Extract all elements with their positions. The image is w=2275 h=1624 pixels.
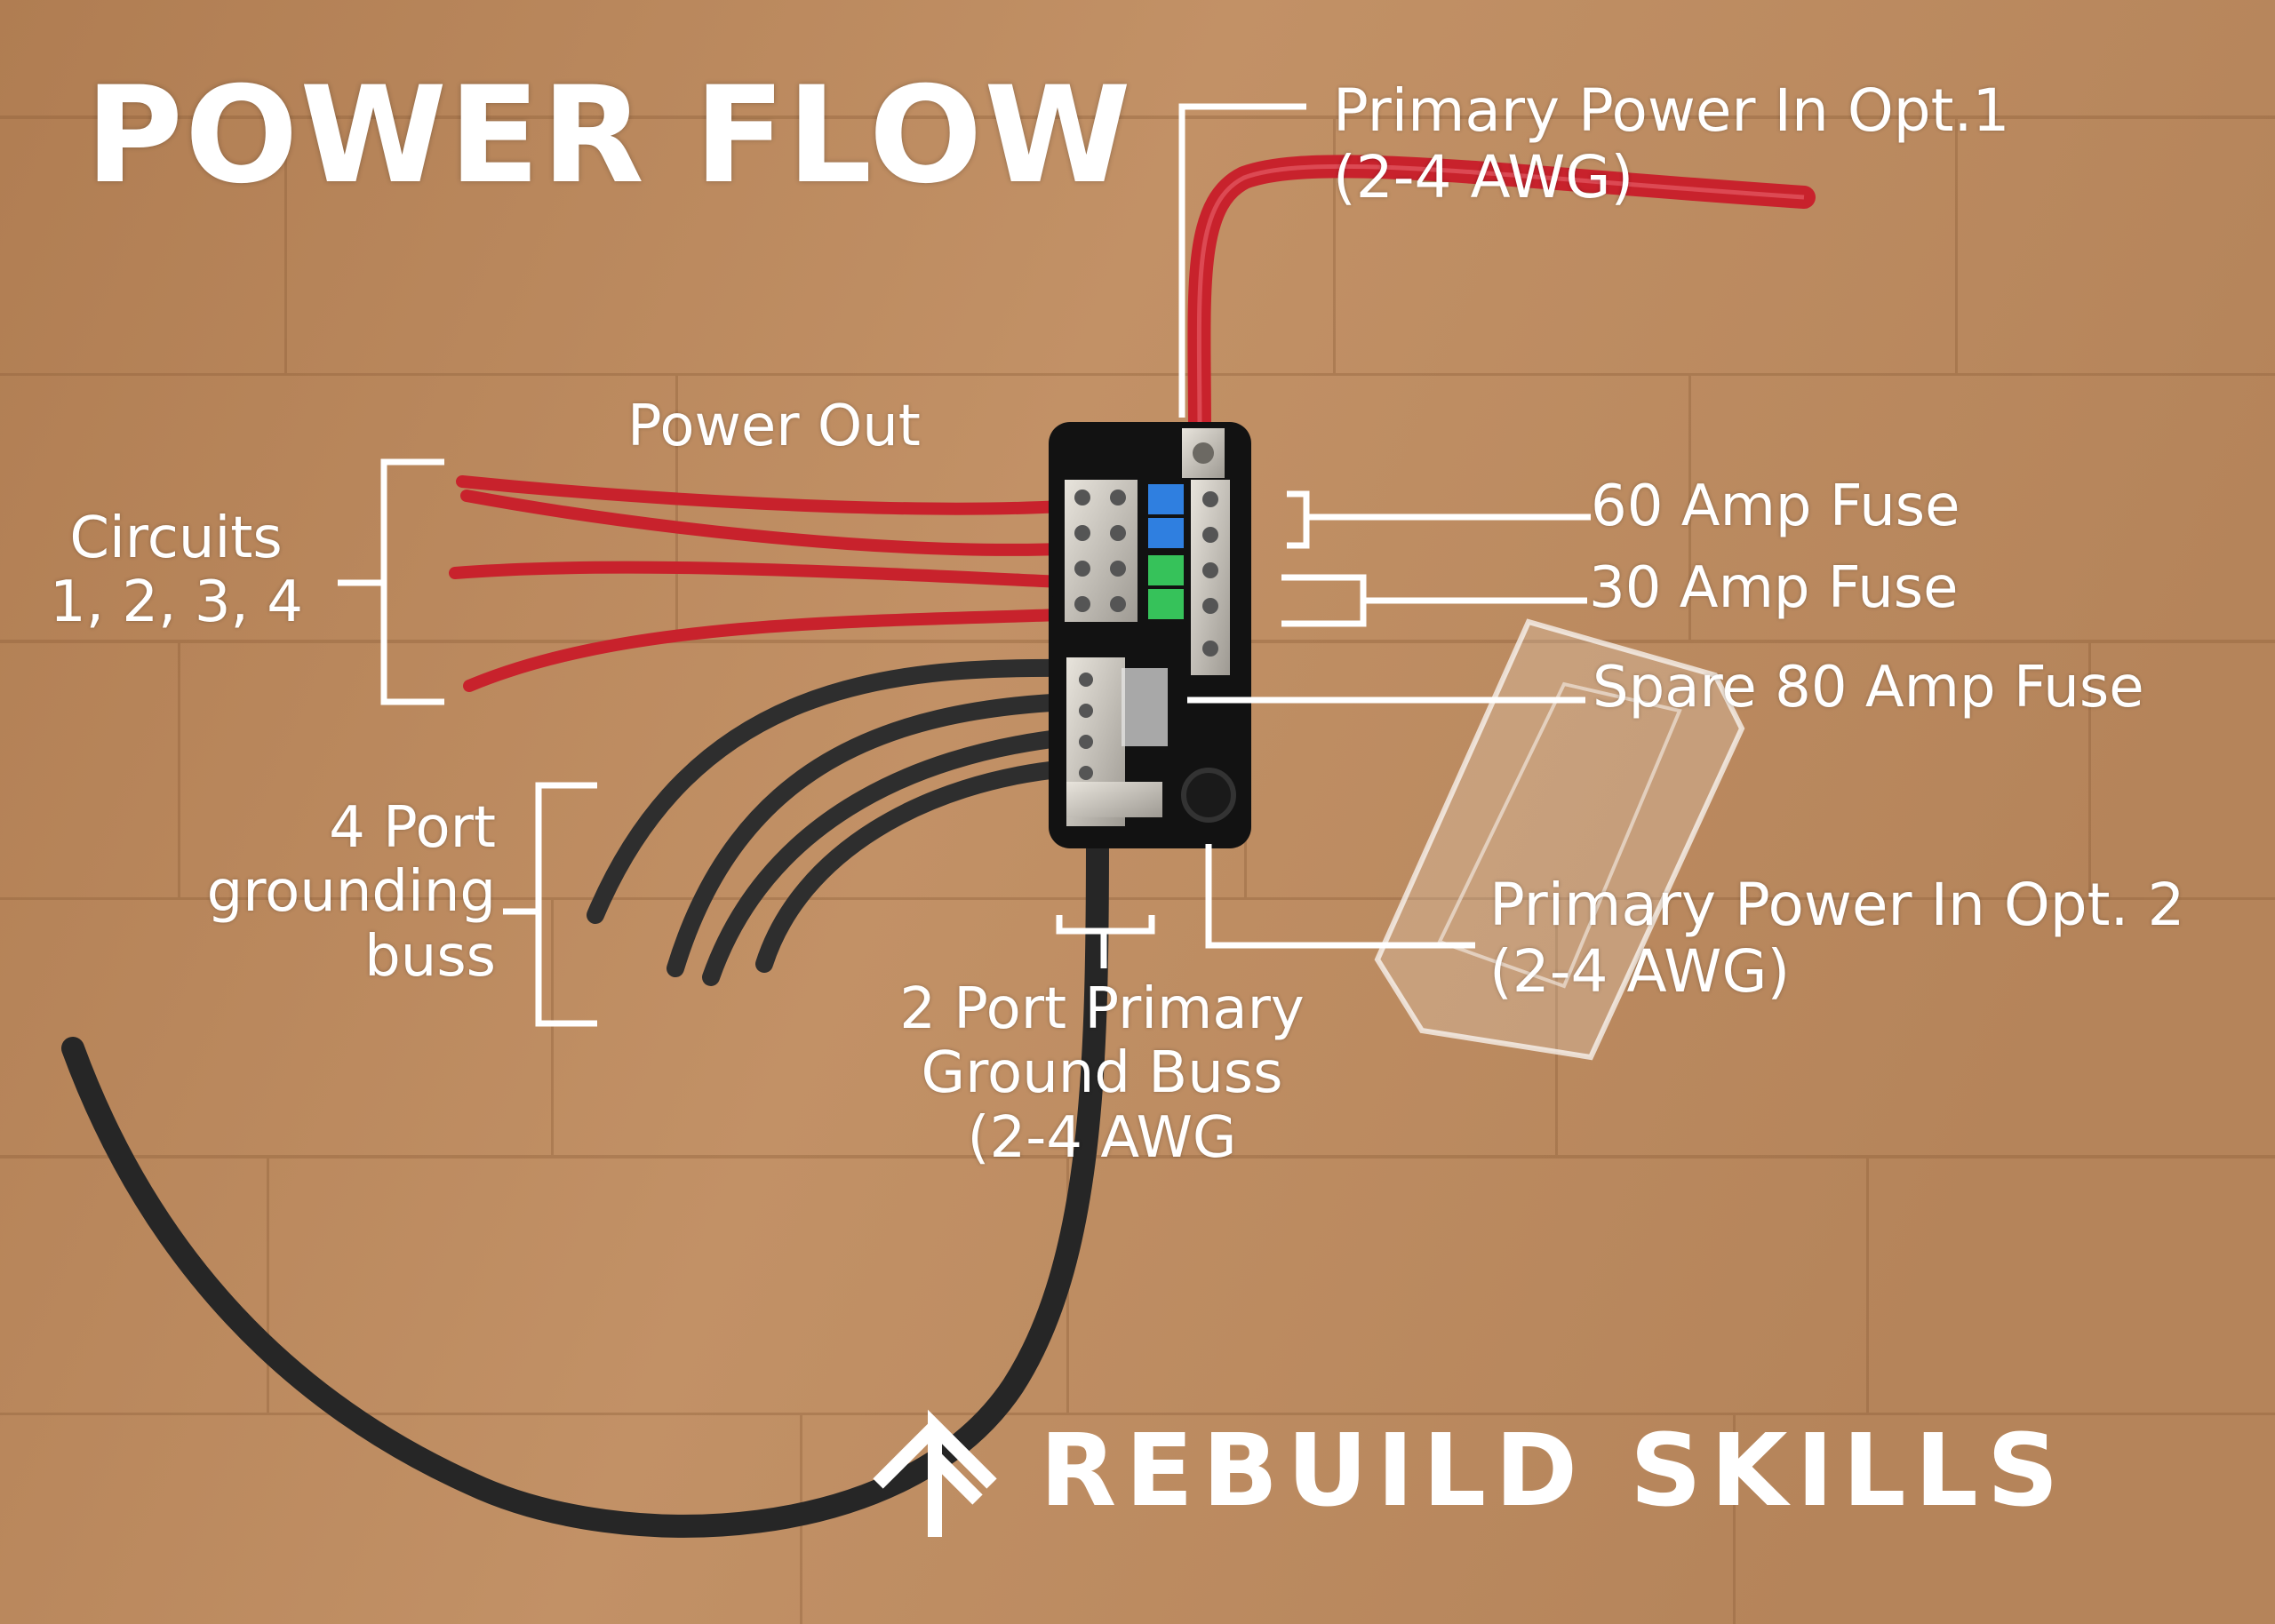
circuit-wire-3 [449,561,1068,588]
ground-wire-3 [702,728,1075,986]
label-line: 4 Port [329,795,496,861]
label-line: Primary Power In Opt.1 [1333,76,2010,145]
label-line: (2-4 AWG) [1489,936,1791,1006]
bracket-2-port-ground [1056,915,1155,968]
bracket-circuits [338,458,444,705]
label-60-amp-fuse: 60 Amp Fuse [1591,474,1960,539]
fuse-block [1049,422,1251,848]
brand-wordmark: REBUILD SKILLS [1040,1413,2068,1529]
ground-wires [587,658,1075,986]
circuit-wire-2 [460,490,1068,556]
label-line: Primary Power In Opt. 2 [1489,871,2185,939]
callout-line-30-amp [1281,574,1587,627]
fuse-60a-2 [1148,518,1184,548]
label-line: (2-4 AWG) [1333,142,1634,211]
label-primary-power-in-2: Primary Power In Opt. 2 (2-4 AWG) [1489,872,2185,1005]
ground-wire-2 [667,693,1075,977]
fuse-60a-1 [1148,484,1184,514]
fuse-30a-1 [1148,555,1184,585]
rebuild-skills-logo-icon [873,1409,997,1537]
label-circuits: Circuits 1, 2, 3, 4 [50,506,303,636]
callout-line-60-amp [1287,490,1591,549]
label-spare-80-amp-fuse: Spare 80 Amp Fuse [1592,655,2144,720]
bracket-4-port-grounding [503,782,597,1027]
circuit-wire-4 [463,609,1068,692]
circuit-wire-1 [456,475,1068,515]
callout-lines [338,103,1591,1027]
circuit-wires [449,475,1068,692]
ground-wire-4 [755,760,1075,973]
label-4-port-grounding-buss: 4 Port grounding buss [169,796,496,989]
label-line: Circuits [69,506,283,571]
label-primary-power-in-1: Primary Power In Opt.1 (2-4 AWG) [1333,76,2010,211]
callout-line-primary-in-1 [1178,103,1306,418]
fuse-30a-2 [1148,589,1184,619]
label-line: grounding [206,859,496,926]
callout-line-primary-in-2 [1205,844,1475,949]
primary-ground-wire [61,824,1109,1538]
label-line: (2-4 AWG [967,1104,1237,1171]
page-title: POWER FLOW [85,59,1133,213]
label-2-port-primary-ground-buss: 2 Port Primary Ground Buss (2-4 AWG [853,977,1351,1170]
spare-fuse [1122,668,1168,746]
label-line: Ground Buss [921,1040,1283,1107]
label-line: buss [364,923,496,990]
ground-wire-1 [587,658,1075,924]
label-power-out: Power Out [627,394,921,459]
label-30-amp-fuse: 30 Amp Fuse [1589,555,1959,621]
label-line: 1, 2, 3, 4 [50,569,303,636]
label-line: 2 Port Primary [899,976,1305,1042]
